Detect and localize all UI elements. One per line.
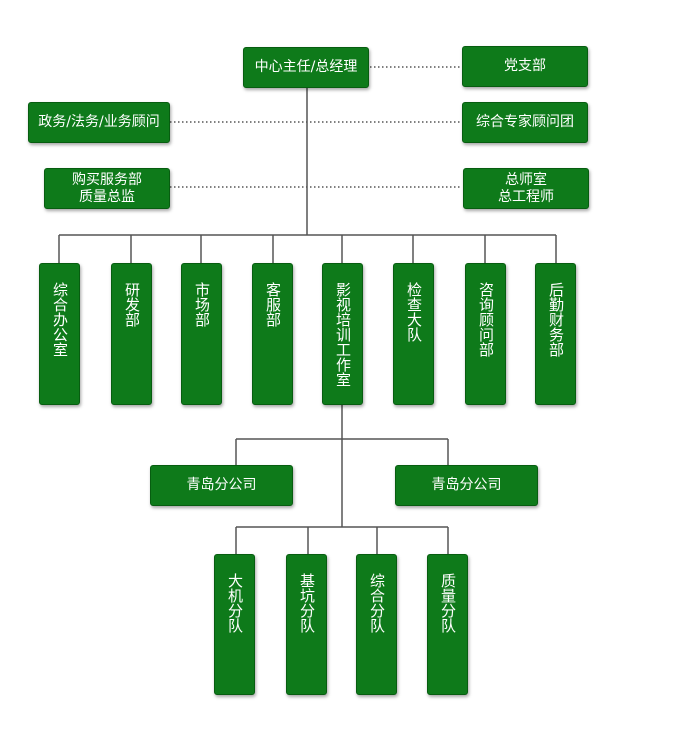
team-label: 综合分队 <box>368 573 386 633</box>
department-label: 影视培训工作室 <box>334 282 352 387</box>
department-box[interactable]: 检查大队 <box>393 263 434 405</box>
team-box[interactable]: 综合分队 <box>356 554 397 695</box>
chief-engineer-label: 总工程师 <box>498 188 554 205</box>
team-label: 大机分队 <box>226 573 244 633</box>
department-box[interactable]: 客服部 <box>252 263 293 405</box>
advisors-box[interactable]: 政务/法务/业务顾问 <box>28 102 170 143</box>
experts-label: 综合专家顾问团 <box>476 114 574 130</box>
department-label: 检查大队 <box>405 282 423 342</box>
department-label: 综合办公室 <box>51 282 69 357</box>
department-box[interactable]: 咨询顾问部 <box>465 263 506 405</box>
advisors-label: 政务/法务/业务顾问 <box>38 114 160 130</box>
team-box[interactable]: 基坑分队 <box>286 554 327 695</box>
department-label: 研发部 <box>123 282 141 327</box>
team-box[interactable]: 大机分队 <box>214 554 255 695</box>
chief-engineer-box[interactable]: 总师室 总工程师 <box>463 168 589 209</box>
department-box[interactable]: 综合办公室 <box>39 263 80 405</box>
department-box[interactable]: 市场部 <box>181 263 222 405</box>
general-manager-box[interactable]: 中心主任/总经理 <box>243 47 369 88</box>
department-box[interactable]: 研发部 <box>111 263 152 405</box>
department-label: 客服部 <box>264 282 282 327</box>
branch-label: 青岛分公司 <box>431 477 502 493</box>
team-label: 基坑分队 <box>298 573 316 633</box>
department-label: 市场部 <box>193 282 211 327</box>
chief-office-label: 总师室 <box>505 171 547 188</box>
purchase-service-box[interactable]: 购买服务部 质量总监 <box>44 168 170 209</box>
purchase-service-label: 购买服务部 <box>72 171 142 188</box>
team-label: 质量分队 <box>439 573 457 633</box>
department-label: 后勤财务部 <box>547 282 565 357</box>
team-box[interactable]: 质量分队 <box>427 554 468 695</box>
branch-box[interactable]: 青岛分公司 <box>395 465 538 506</box>
department-label: 咨询顾问部 <box>477 282 495 357</box>
branch-label: 青岛分公司 <box>186 477 257 493</box>
department-box[interactable]: 影视培训工作室 <box>322 263 363 405</box>
quality-director-label: 质量总监 <box>79 188 135 205</box>
branch-box[interactable]: 青岛分公司 <box>150 465 293 506</box>
department-box[interactable]: 后勤财务部 <box>535 263 576 405</box>
party-branch-label: 党支部 <box>504 58 546 74</box>
general-manager-label: 中心主任/总经理 <box>254 59 358 75</box>
party-branch-box[interactable]: 党支部 <box>462 46 588 87</box>
experts-box[interactable]: 综合专家顾问团 <box>462 102 588 143</box>
